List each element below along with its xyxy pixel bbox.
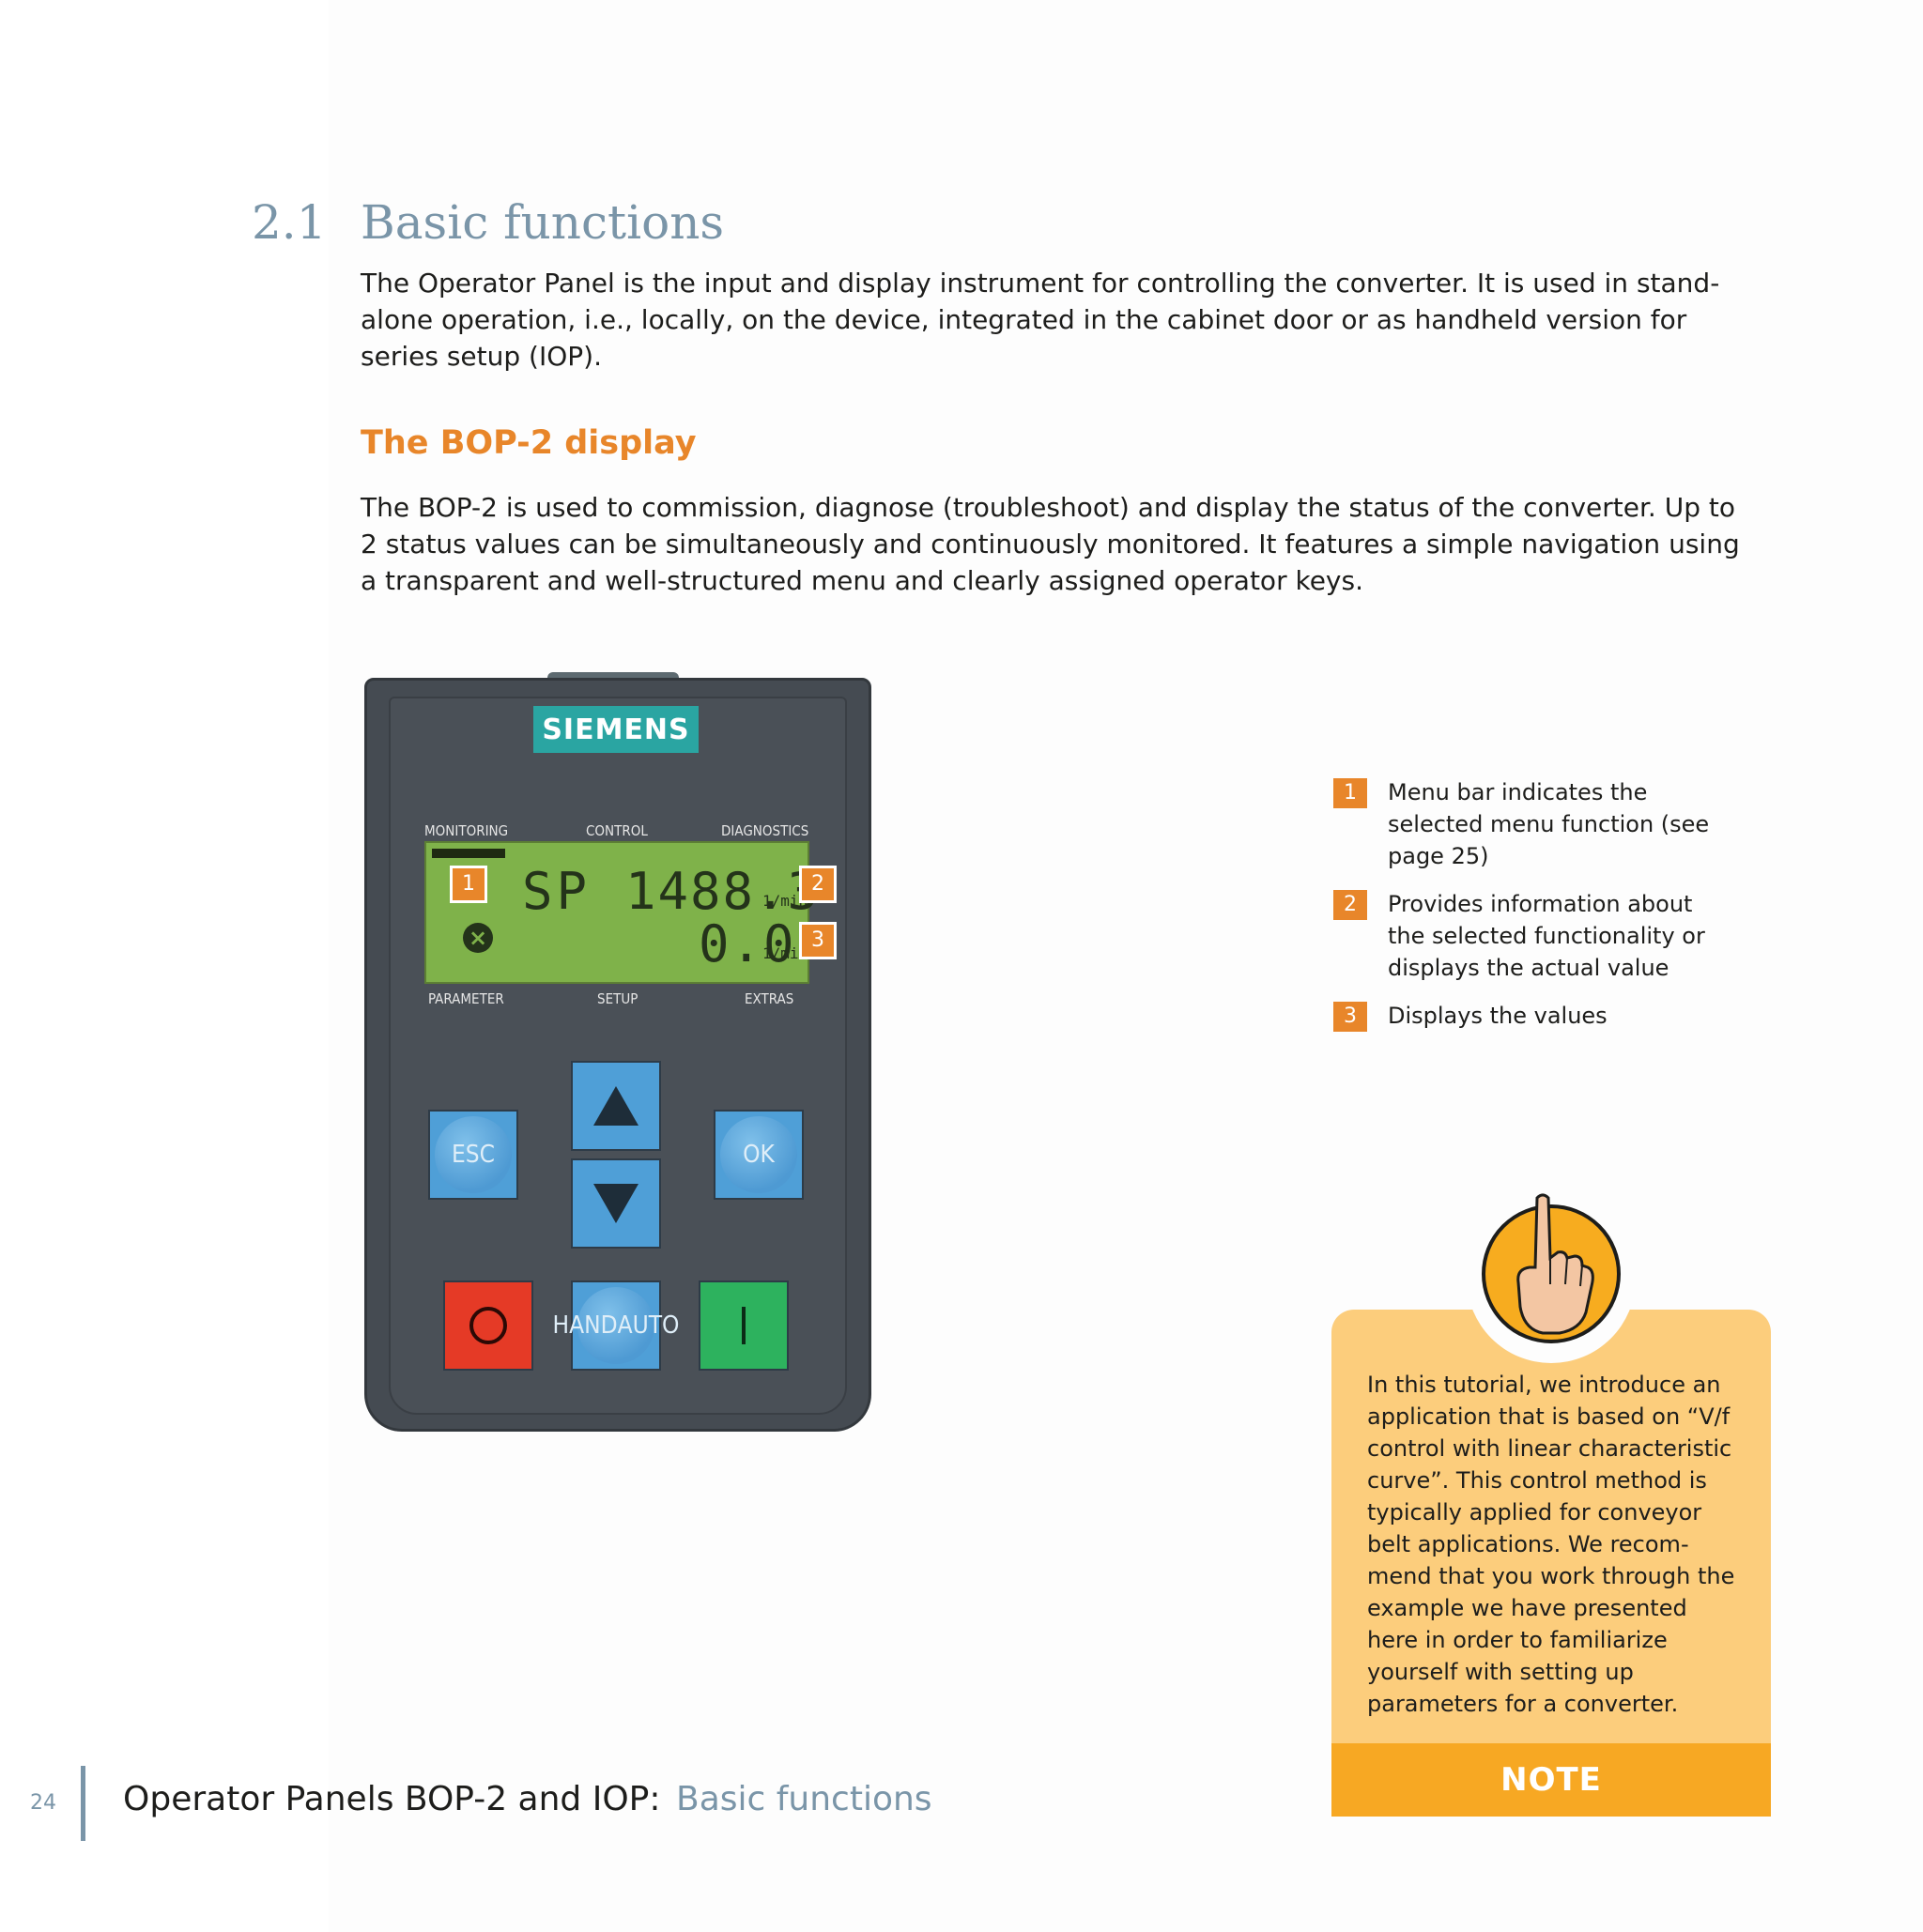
callout-2: 2 bbox=[799, 866, 837, 903]
legend-text: Provides information about the selected … bbox=[1388, 891, 1705, 981]
legend-item: 3 Displays the values bbox=[1333, 1002, 1726, 1032]
legend-badge: 3 bbox=[1333, 1002, 1367, 1032]
hand-label: HAND bbox=[552, 1311, 618, 1340]
footer-subtitle: Basic functions bbox=[676, 1780, 932, 1818]
lcd-mode: SP bbox=[522, 862, 592, 921]
lcd-unit-2: 1/min bbox=[762, 944, 808, 962]
bop2-description: The BOP-2 is used to commission, diagnos… bbox=[361, 492, 1740, 596]
siemens-logo: SIEMENS bbox=[533, 706, 699, 753]
hand-auto-key-label: HAND AUTO bbox=[553, 1287, 679, 1364]
menu-label-diagnostics: DIAGNOSTICS bbox=[721, 822, 809, 839]
note-box bbox=[1331, 1310, 1771, 1743]
lcd-value-1: 1488.3 bbox=[625, 862, 821, 921]
note-label: NOTE bbox=[1500, 1761, 1602, 1799]
section-title: Basic functions bbox=[361, 195, 725, 250]
note-text: In this tutorial, we introduce an applic… bbox=[1367, 1372, 1735, 1717]
lcd-value-2: 0.0 bbox=[699, 914, 796, 974]
on-key bbox=[699, 1280, 789, 1371]
section-number: 2.1 bbox=[252, 195, 327, 250]
legend-badge: 2 bbox=[1333, 890, 1367, 920]
arrow-down-icon bbox=[593, 1184, 638, 1223]
lcd-display bbox=[424, 841, 809, 984]
menu-label-setup: SETUP bbox=[597, 990, 638, 1007]
legend-item: 2 Provides information about the selecte… bbox=[1333, 890, 1726, 984]
legend-text: Menu bar indicates the selected menu fun… bbox=[1388, 779, 1710, 869]
auto-label: AUTO bbox=[617, 1311, 680, 1340]
legend-badge: 1 bbox=[1333, 778, 1367, 808]
esc-key-label: ESC bbox=[435, 1116, 512, 1193]
ok-key-label: OK bbox=[720, 1116, 797, 1193]
menu-label-extras: EXTRAS bbox=[745, 990, 794, 1007]
fault-icon: × bbox=[463, 923, 493, 953]
note-banner: NOTE bbox=[1331, 1743, 1771, 1817]
menu-label-monitoring: MONITORING bbox=[424, 822, 509, 839]
footer-title: Operator Panels BOP-2 and IOP: bbox=[123, 1780, 661, 1818]
arrow-up-icon bbox=[593, 1086, 638, 1126]
siemens-logo-text: SIEMENS bbox=[542, 713, 690, 746]
callout-1: 1 bbox=[450, 866, 487, 903]
menu-label-parameter: PARAMETER bbox=[428, 990, 504, 1007]
legend-text: Displays the values bbox=[1388, 1003, 1608, 1029]
page-number: 24 bbox=[30, 1791, 56, 1815]
bop2-heading: The BOP-2 display bbox=[361, 424, 697, 462]
intro-paragraph: The Operator Panel is the input and disp… bbox=[361, 268, 1720, 372]
menu-label-control: CONTROL bbox=[586, 822, 648, 839]
callout-3: 3 bbox=[799, 922, 837, 959]
lcd-unit-1: 1/min bbox=[762, 892, 808, 910]
on-icon bbox=[742, 1307, 746, 1344]
down-key bbox=[571, 1158, 661, 1249]
ok-key: OK bbox=[714, 1110, 804, 1200]
off-key bbox=[443, 1280, 533, 1371]
esc-key: ESC bbox=[428, 1110, 518, 1200]
lcd-menu-bar bbox=[432, 849, 505, 858]
up-key bbox=[571, 1061, 661, 1151]
legend-item: 1 Menu bar indicates the selected menu f… bbox=[1333, 778, 1726, 872]
hand-auto-key: HAND AUTO bbox=[553, 1280, 679, 1371]
off-icon bbox=[469, 1307, 507, 1344]
footer-divider bbox=[81, 1766, 85, 1841]
pointing-hand-icon bbox=[1516, 1193, 1594, 1335]
